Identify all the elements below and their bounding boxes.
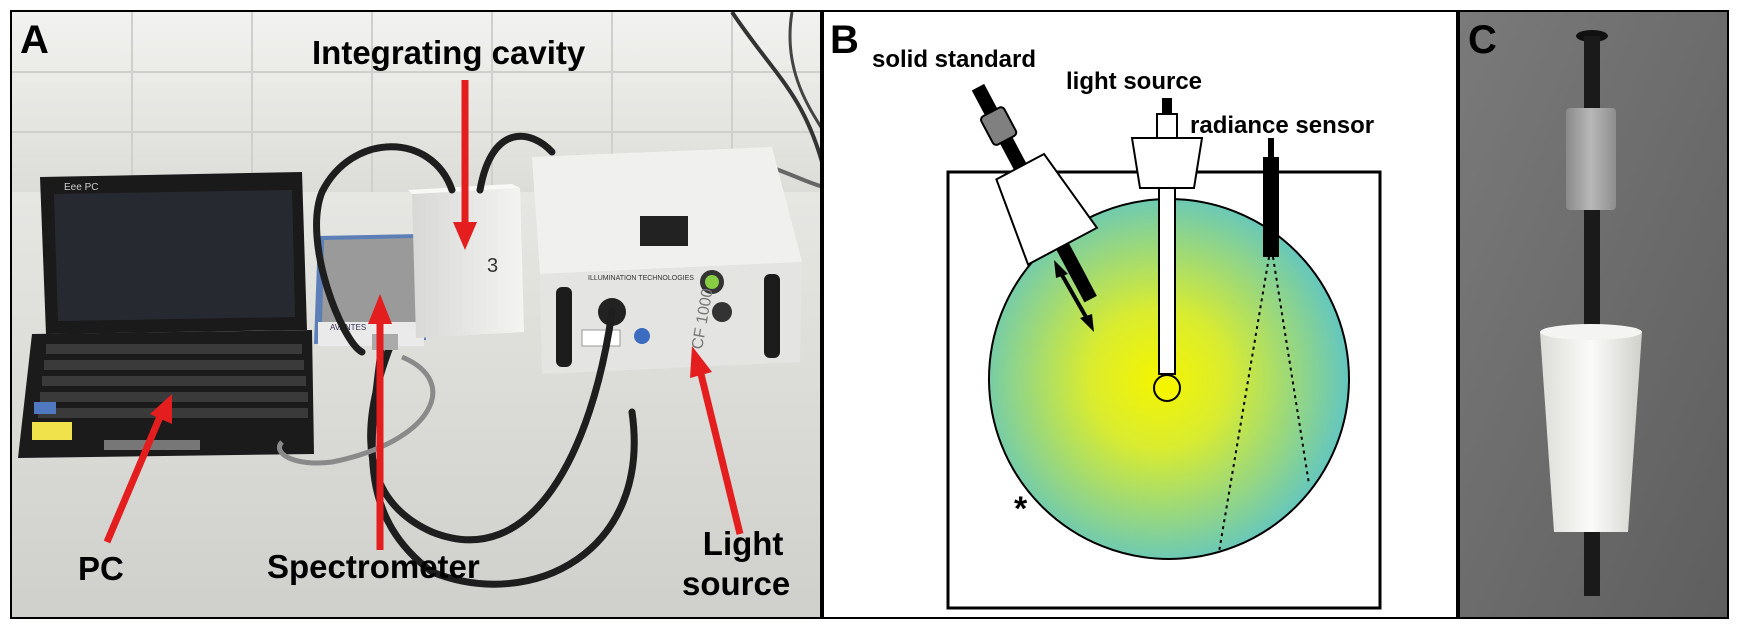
light-brand-text: ILLUMINATION TECHNOLOGIES: [588, 275, 694, 282]
light-source-label-line1: Light: [702, 525, 784, 562]
laptop-brand-text: Eee PC: [64, 182, 98, 193]
panel-c-illustration: [1460, 12, 1727, 617]
laptop-pc: Eee PC: [18, 172, 314, 458]
panel-b-schematic: B solid standard light source radiance s…: [822, 10, 1458, 619]
radiance-sensor-probe: [1218, 138, 1310, 553]
movement-double-arrow: [1054, 260, 1094, 332]
fiber-cable-1: [313, 143, 456, 356]
light-source-label-b: light source: [1066, 68, 1203, 95]
panel-b-letter: B: [830, 18, 859, 62]
solid-standard-label: solid standard: [872, 46, 1037, 73]
fiber-cable-4: [368, 338, 638, 588]
panel-a-letter: A: [20, 18, 49, 62]
panel-a-illustration: Eee PC AVANTES 3: [12, 12, 820, 617]
light-source-label-line2: source: [682, 565, 791, 602]
pc-label: PC: [78, 550, 124, 587]
fiber-cable-2: [476, 132, 556, 194]
panel-c-photo: C: [1458, 10, 1729, 619]
integrating-cavity-label: Integrating cavity: [312, 34, 586, 71]
spectrometer-device: AVANTES: [314, 234, 426, 346]
asterisk-mark: *: [1014, 490, 1028, 528]
cube-mark-text: 3: [487, 255, 498, 277]
solid-standard-rod: [1540, 30, 1642, 596]
spectrometer-label: Spectrometer: [267, 548, 480, 585]
radiance-sensor-label: radiance sensor: [1190, 112, 1375, 139]
solid-standard-probe: [971, 83, 1099, 303]
light-source-probe: [1130, 98, 1204, 402]
panel-a-photo: Eee PC AVANTES 3: [10, 10, 822, 619]
panel-c-letter: C: [1468, 18, 1497, 62]
spectrometer-brand-text: AVANTES: [330, 323, 366, 332]
panel-b-diagram: [946, 83, 1382, 610]
light-source-box: ILLUMINATION TECHNOLOGIES CF 1000: [532, 147, 802, 374]
light-source-label: Light source: [682, 524, 790, 604]
red-callout-arrows: [103, 80, 744, 550]
